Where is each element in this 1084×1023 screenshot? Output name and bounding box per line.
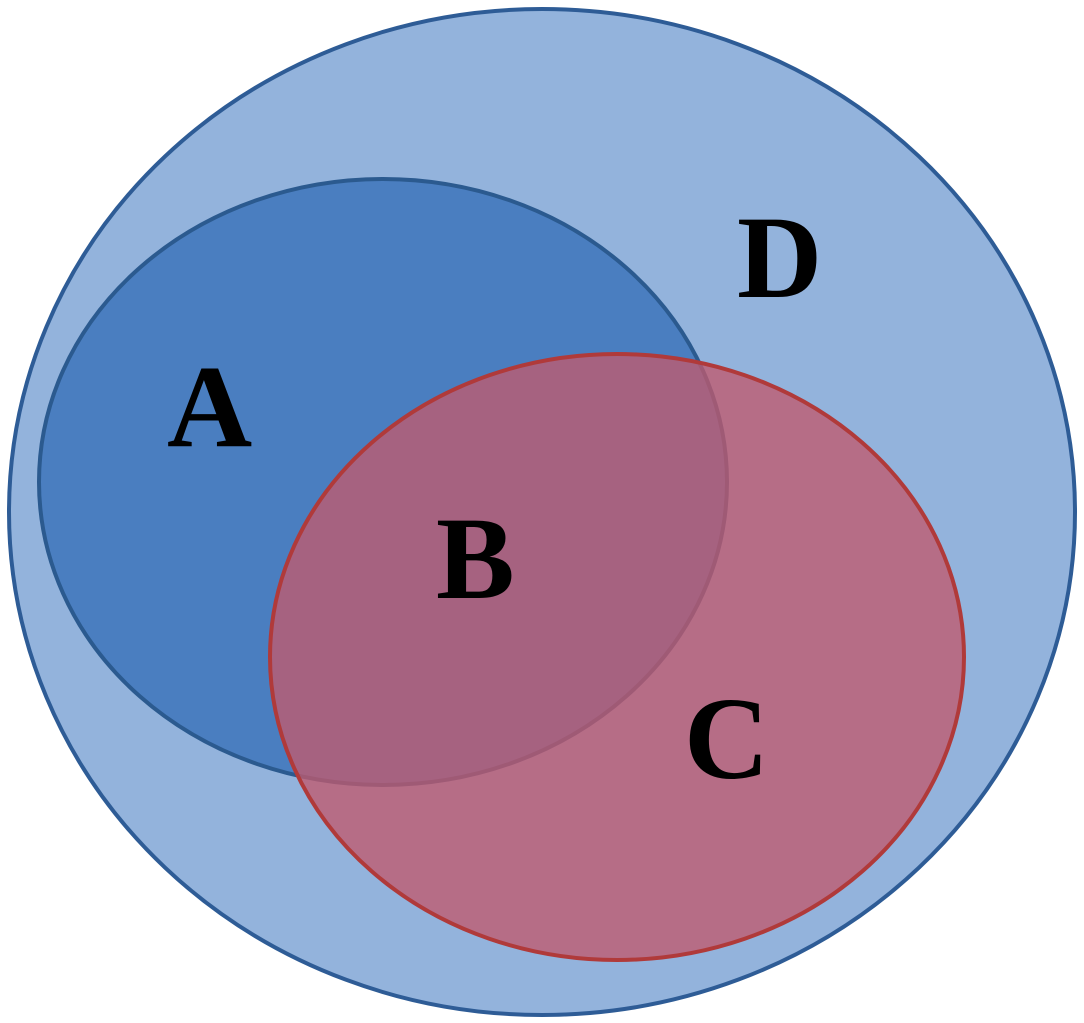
label-c: C	[684, 673, 769, 804]
ellipse-c	[268, 352, 966, 962]
label-d: D	[737, 192, 822, 323]
label-a: A	[167, 341, 252, 472]
label-b: B	[436, 493, 515, 624]
